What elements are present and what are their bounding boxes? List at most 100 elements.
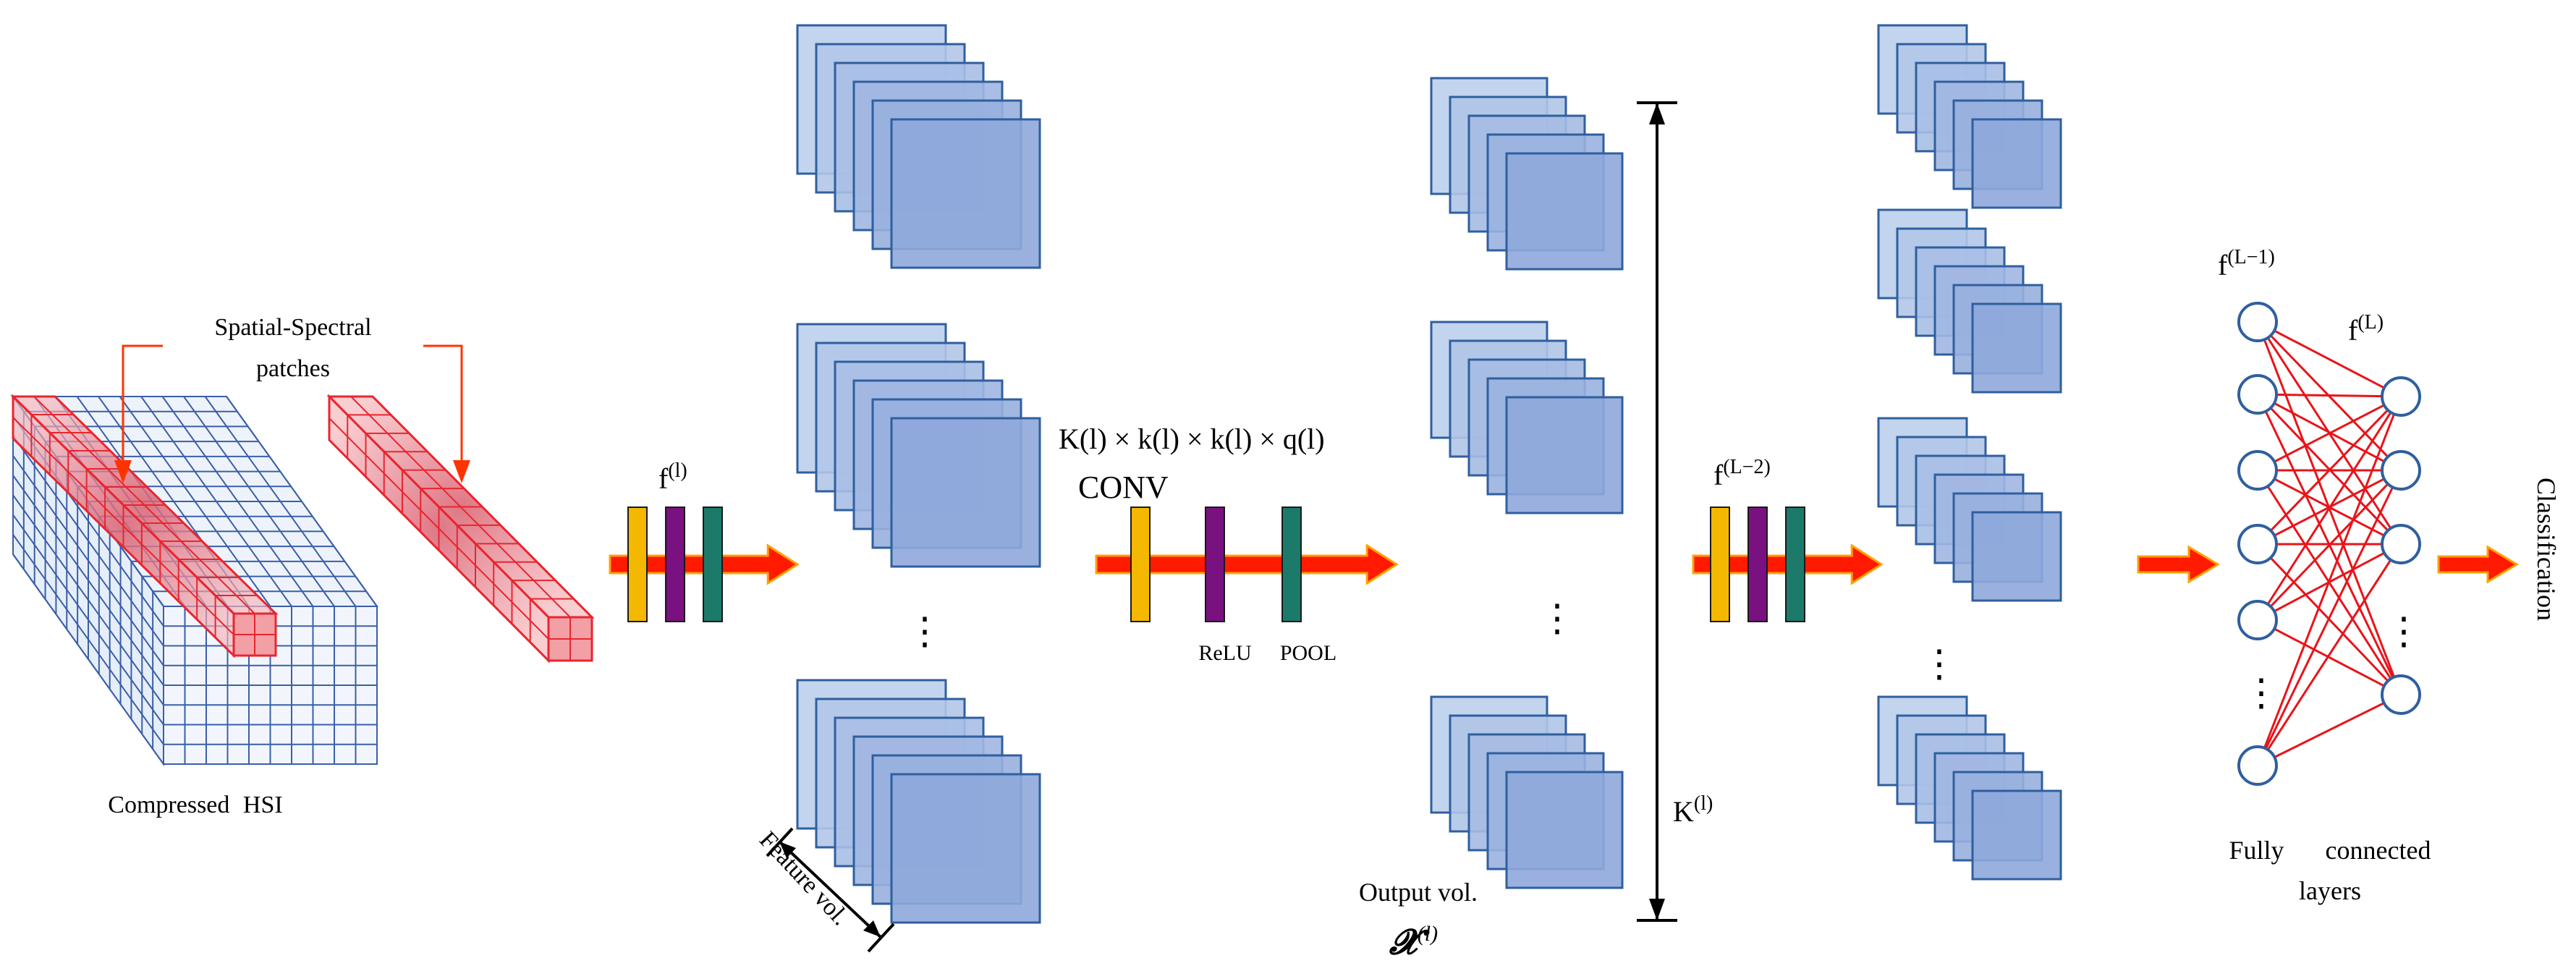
fc-output-node bbox=[2381, 674, 2421, 715]
feature-map bbox=[1971, 511, 2062, 602]
cube-patch-highlight bbox=[10, 394, 279, 658]
patch-slice-line bbox=[140, 522, 184, 565]
bar-purple bbox=[1747, 507, 1768, 622]
patch-slice-line bbox=[67, 450, 111, 493]
bar-yellow bbox=[1710, 507, 1730, 622]
patch-slice-line bbox=[30, 414, 74, 457]
feature-vol-dimension bbox=[766, 827, 895, 953]
patch-slice-line bbox=[493, 561, 538, 606]
feature-stacks-column-3 bbox=[1877, 24, 2062, 881]
patches-label-line2: patches bbox=[256, 355, 330, 382]
patch-slice-line bbox=[420, 488, 465, 533]
patch-slice-line bbox=[48, 432, 92, 475]
fc-edge bbox=[2256, 470, 2402, 766]
patch-slice-line bbox=[438, 506, 483, 551]
patch-slice-line bbox=[383, 451, 428, 496]
pool-label: POOL bbox=[1280, 641, 1336, 665]
k-dimension-label: K(l) bbox=[1673, 792, 1713, 828]
patch-slice-line bbox=[511, 580, 556, 624]
feature-map bbox=[1971, 302, 2062, 394]
dots-fc-input: ⋮ bbox=[2242, 673, 2280, 714]
fc-edge bbox=[2257, 395, 2402, 472]
bar-teal bbox=[703, 507, 723, 622]
patch-pointer-lines bbox=[114, 344, 470, 483]
fc-output-node bbox=[2381, 524, 2421, 564]
relu-label: ReLU bbox=[1198, 641, 1252, 665]
bar-teal bbox=[1785, 507, 1805, 622]
extracted-patch bbox=[326, 394, 595, 664]
patch-division bbox=[350, 396, 571, 618]
patch-slice-line bbox=[196, 577, 240, 619]
patch-slice-line bbox=[214, 595, 258, 637]
fc-edge bbox=[2256, 396, 2402, 621]
bar-purple bbox=[665, 507, 685, 622]
conv-block bbox=[1095, 507, 1399, 622]
fc-edge bbox=[2256, 396, 2402, 766]
fc-output-node bbox=[2381, 450, 2421, 491]
flow-arrow bbox=[2137, 545, 2220, 584]
fc-input-node bbox=[2237, 302, 2278, 342]
feature-map bbox=[1505, 771, 1624, 889]
fc-input-node bbox=[2237, 374, 2278, 415]
flow-arrow bbox=[2437, 545, 2519, 584]
bar-teal-pool bbox=[1281, 507, 1302, 622]
fc-edge bbox=[2256, 395, 2402, 546]
classification-label: Classification bbox=[2532, 478, 2561, 621]
feature-map bbox=[890, 773, 1041, 924]
fc-input-node bbox=[2237, 450, 2278, 491]
layer-block-f-L-2 bbox=[1692, 507, 1884, 622]
fc-edge bbox=[2257, 321, 2402, 398]
fc-output-node bbox=[2381, 376, 2421, 417]
dots-column-1: ⋮ bbox=[906, 611, 944, 653]
feature-map bbox=[1505, 152, 1624, 271]
arrow-to-classification bbox=[2437, 545, 2519, 584]
dots-column-3: ⋮ bbox=[1920, 644, 1958, 685]
bar-purple-relu bbox=[1205, 507, 1225, 622]
kernel-expression: K(l) × k(l) × k(l) × q(l) bbox=[1059, 423, 1325, 455]
feature-map bbox=[1971, 118, 2062, 209]
patch-slice-line bbox=[177, 559, 221, 601]
fc-input-node bbox=[2237, 600, 2278, 640]
fc-edge bbox=[2257, 393, 2402, 398]
patch-slice-line bbox=[85, 468, 129, 511]
patch-slice-line bbox=[159, 541, 203, 583]
f-L-label: f(L) bbox=[2348, 311, 2384, 347]
f-L-2-label: f(L−2) bbox=[1713, 456, 1771, 491]
f-L-1-label: f(L−1) bbox=[2218, 246, 2275, 281]
fc-edge bbox=[2256, 543, 2402, 766]
fc-edge bbox=[2257, 693, 2402, 767]
output-vol-label: Output vol. bbox=[1359, 878, 1478, 907]
conv-label: CONV bbox=[1078, 470, 1169, 505]
fc-edge bbox=[2257, 619, 2402, 696]
fc-edge bbox=[2256, 469, 2402, 622]
dots-fc-output: ⋮ bbox=[2385, 611, 2423, 653]
patch-division bbox=[329, 418, 549, 640]
patch-slice-line bbox=[365, 432, 410, 477]
fully-connected-edges bbox=[2256, 321, 2402, 767]
patch-slice-line bbox=[402, 469, 446, 514]
patch-slice-line bbox=[122, 504, 166, 547]
arrow-to-fc bbox=[2137, 545, 2220, 584]
patch-slice-line bbox=[456, 524, 501, 569]
layer-block-f-l bbox=[609, 507, 800, 622]
feature-map bbox=[1971, 789, 2062, 881]
patch-slice-line bbox=[475, 543, 519, 588]
patch-division bbox=[12, 417, 234, 635]
patch-slice-line bbox=[347, 414, 391, 459]
feature-map bbox=[1505, 396, 1624, 514]
bar-yellow bbox=[627, 507, 648, 622]
patch-slice-line bbox=[529, 598, 574, 643]
feature-stacks-column-2 bbox=[1430, 77, 1624, 889]
patch-division bbox=[33, 396, 255, 614]
f-l-label: f(l) bbox=[658, 459, 687, 495]
patches-label-line1: Spatial-Spectral bbox=[214, 314, 371, 341]
fc-input-node bbox=[2237, 745, 2278, 786]
compressed-hsi-label: Compressed HSI bbox=[108, 792, 282, 818]
fully-connected-nodes bbox=[2237, 302, 2421, 786]
bar-yellow bbox=[1130, 507, 1151, 622]
fc-input-node bbox=[2237, 524, 2278, 564]
patch-slice-line bbox=[104, 486, 148, 529]
fully-connected-label-2: layers bbox=[2299, 876, 2361, 905]
feature-map bbox=[890, 118, 1041, 269]
